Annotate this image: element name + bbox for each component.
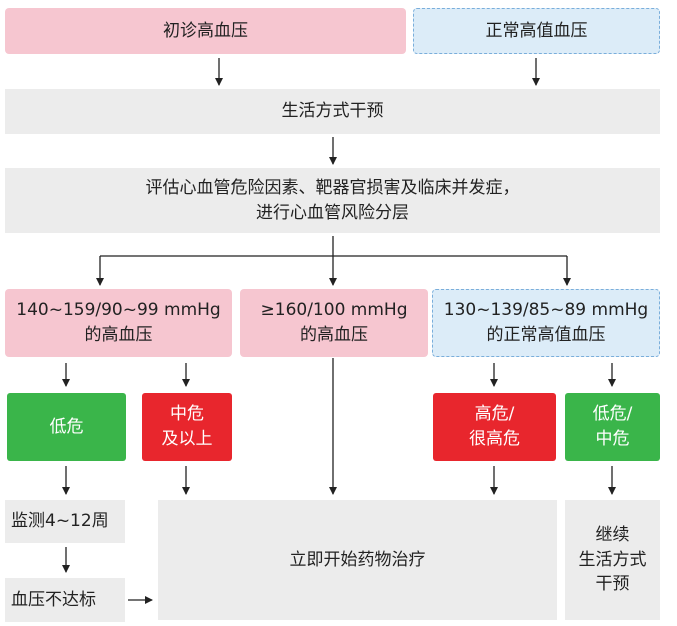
bp-not-reached-box: 血压不达标 [5,578,125,622]
continue-lifestyle-box: 继续 生活方式 干预 [565,500,660,620]
category-160-100-box: ≥160/100 mmHg 的高血压 [240,289,428,357]
low-mid-risk-box: 低危/ 中危 [565,393,660,461]
category-140-159-box: 140~159/90~99 mmHg 的高血压 [5,289,232,357]
risk-assessment-box: 评估心血管危险因素、靶器官损害及临床并发症， 进行心血管风险分层 [5,168,660,233]
normal-high-bp-box: 正常高值血压 [413,8,660,54]
category-130-139-box: 130~139/85~89 mmHg 的正常高值血压 [432,289,660,357]
monitor-box: 监测4~12周 [5,500,125,543]
low-risk-box: 低危 [7,393,126,461]
lifestyle-intervention-box: 生活方式干预 [5,89,660,134]
initial-hypertension-box: 初诊高血压 [5,8,406,54]
mid-risk-and-above-box: 中危 及以上 [142,393,232,461]
start-drug-therapy-box: 立即开始药物治疗 [158,500,557,620]
high-risk-box: 高危/ 很高危 [433,393,556,461]
